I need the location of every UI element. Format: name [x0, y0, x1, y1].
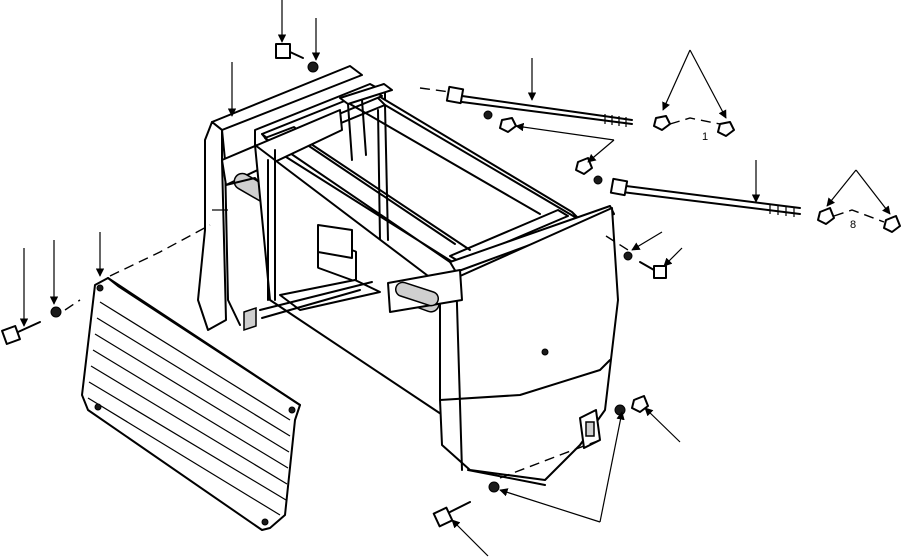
callout-label-8: 8 [850, 219, 856, 231]
upper-tie-rod [445, 85, 633, 127]
hardware [1, 43, 901, 528]
right-side-panel [387, 207, 619, 486]
callout-arrows [19, 0, 891, 557]
callout-label-1: 1 [702, 131, 708, 143]
center-body [243, 144, 451, 421]
lower-tie-rod [609, 177, 801, 217]
alignment-lines [64, 87, 629, 479]
louvered-grille-panel [81, 277, 301, 531]
